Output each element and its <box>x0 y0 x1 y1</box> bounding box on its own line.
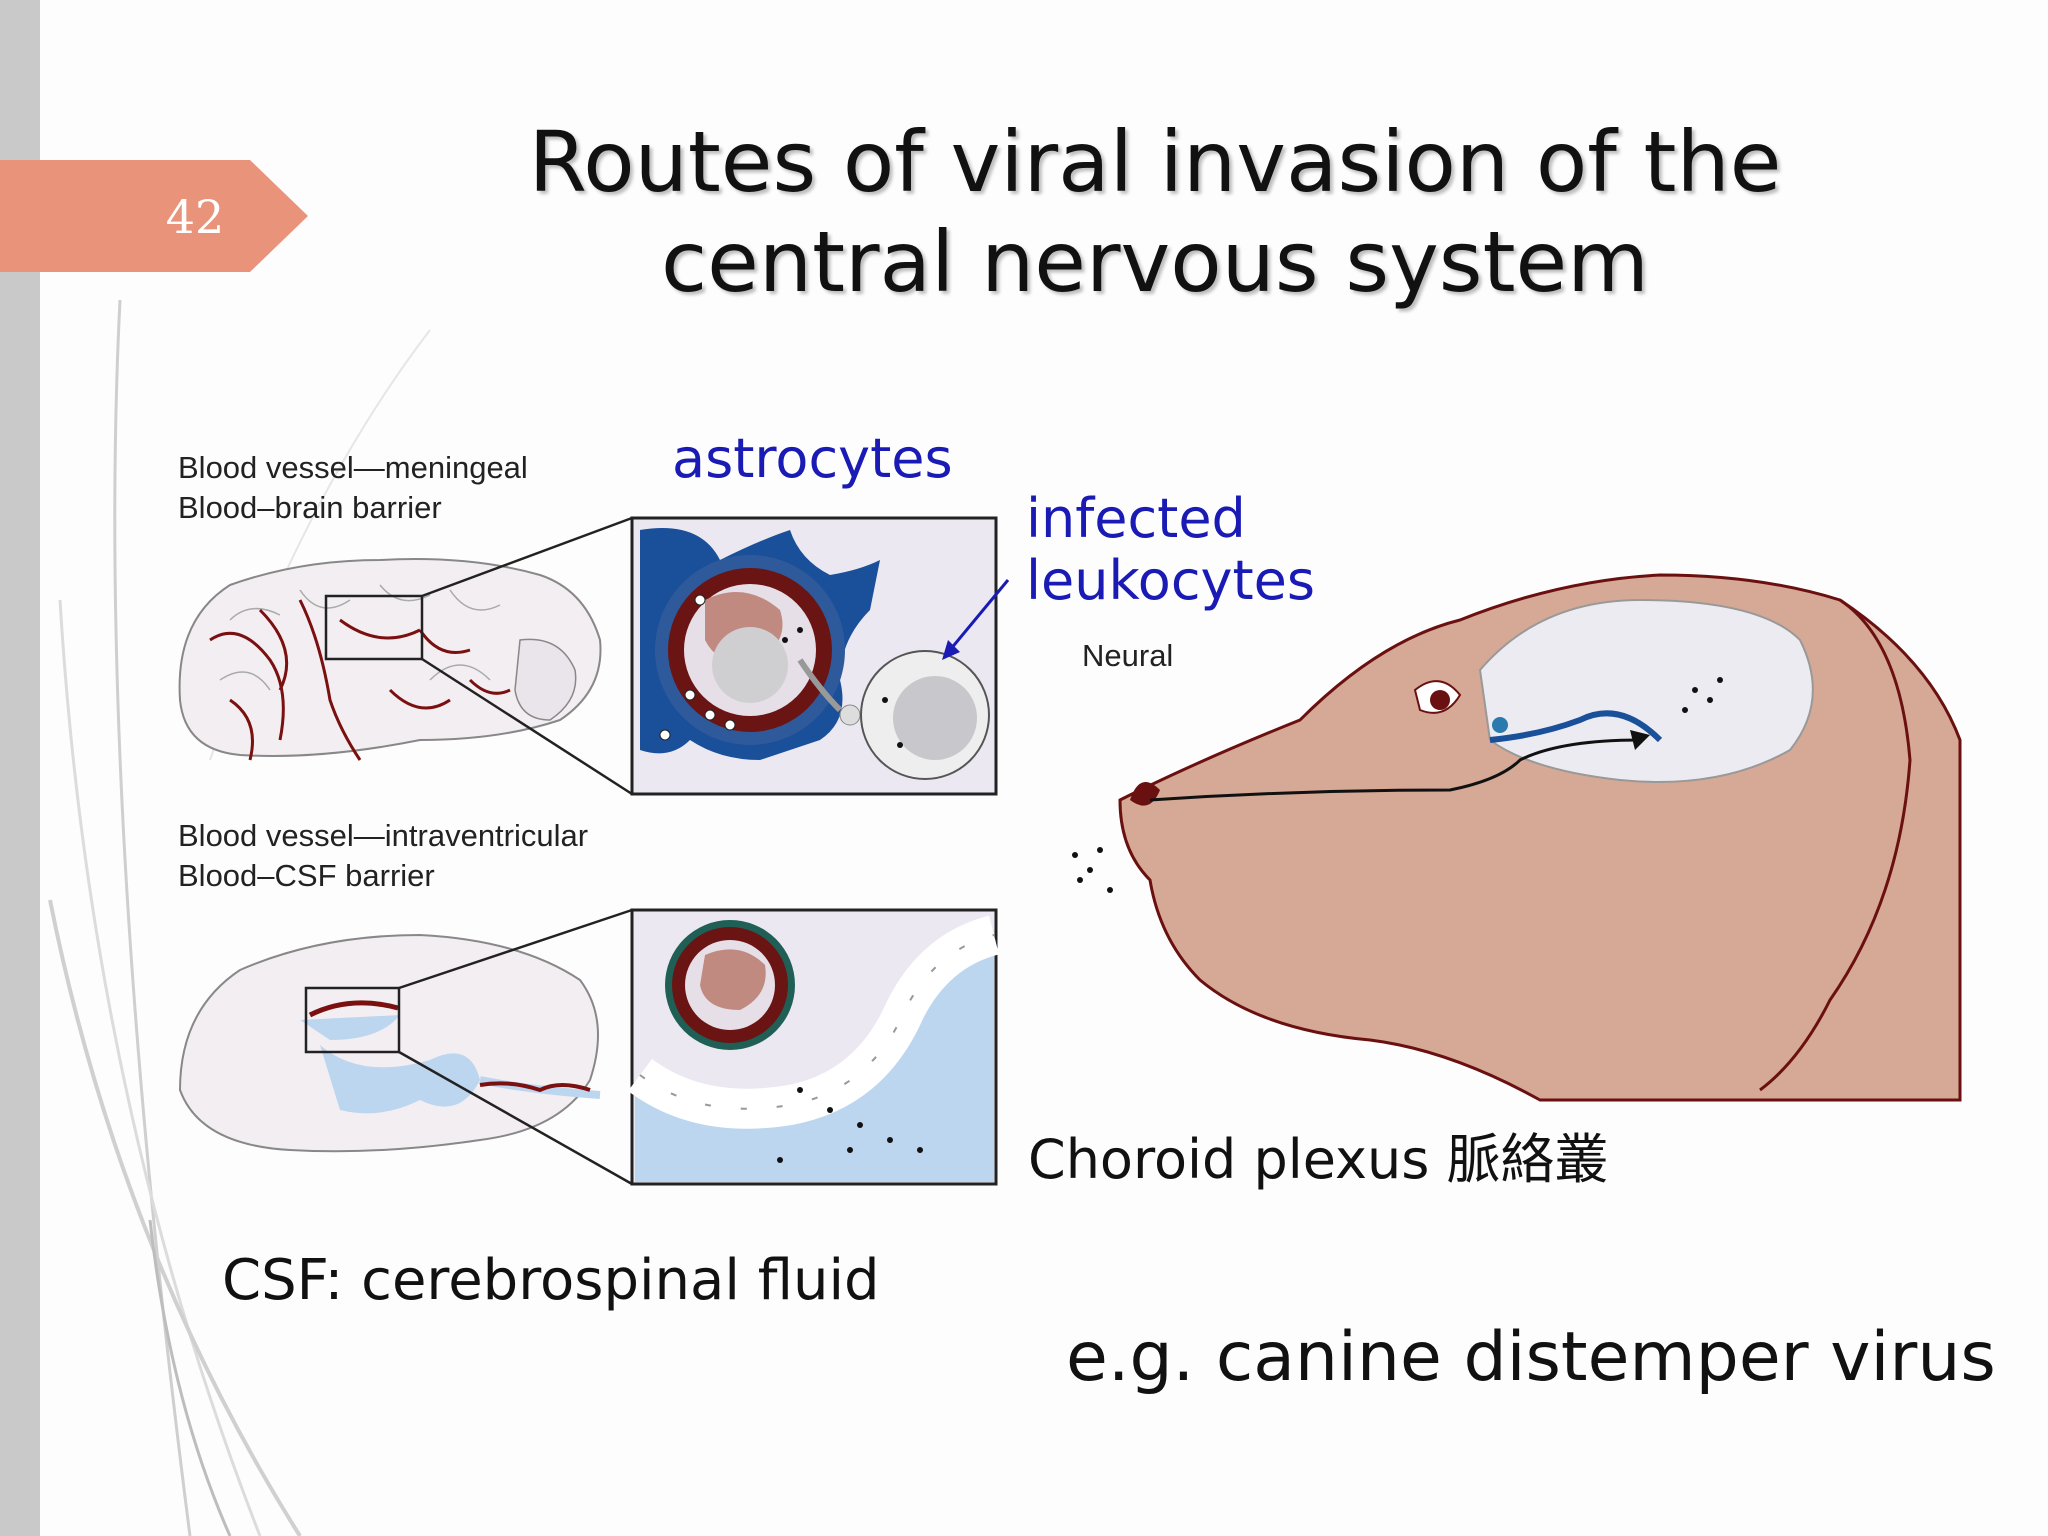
inset-blood-csf-barrier <box>628 908 1000 1186</box>
label-intraventricular-line2: Blood–CSF barrier <box>178 858 435 893</box>
annotation-infected-line1: infected <box>1026 487 1246 550</box>
slide-title: Routes of viral invasion of the central … <box>420 112 1890 312</box>
annotation-infected-line2: leukocytes <box>1026 549 1316 612</box>
brain-meningeal <box>178 516 633 796</box>
inset-blood-brain-barrier <box>630 516 998 796</box>
brain-intraventricular <box>178 908 633 1186</box>
annotation-csf: CSF: cerebrospinal fluid <box>222 1248 880 1313</box>
label-intraventricular-line1: Blood vessel—intraventricular <box>178 818 589 853</box>
dog-head <box>1072 573 1962 1102</box>
label-meningeal-line2: Blood–brain barrier <box>178 490 442 525</box>
title-line-2: central nervous system <box>660 213 1650 311</box>
annotation-astrocytes: astrocytes <box>672 427 953 490</box>
slide-number: 42 <box>165 190 225 244</box>
leukocyte-pointer-arrow <box>948 579 1010 651</box>
label-meningeal-line1: Blood vessel—meningeal <box>178 450 528 485</box>
annotation-example: e.g. canine distemper virus <box>1066 1318 1996 1397</box>
slide-number-tab <box>0 160 308 272</box>
title-line-1: Routes of viral invasion of the <box>528 113 1782 211</box>
annotation-choroid-plexus: Choroid plexus 脈絡叢 <box>1028 1128 1609 1191</box>
label-neural: Neural <box>1082 638 1174 673</box>
